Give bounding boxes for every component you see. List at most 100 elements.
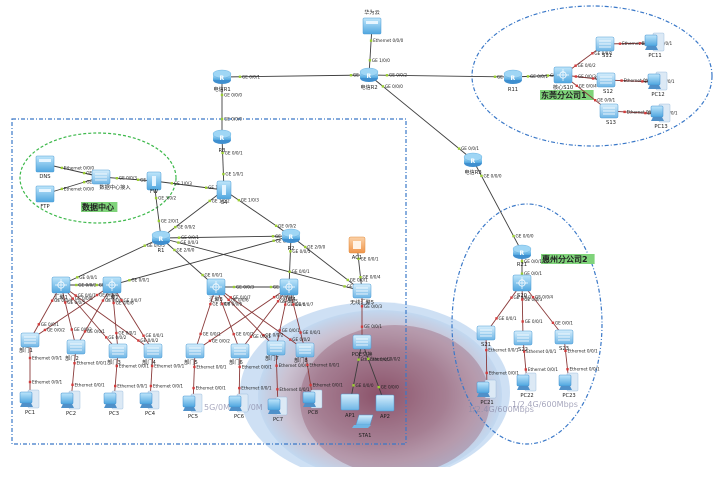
link-sw4-R1[interactable] <box>160 189 225 239</box>
device-S10[interactable]: 核心S10 <box>553 66 573 91</box>
link-FW-sw4[interactable] <box>153 180 225 191</box>
router-icon[interactable]: R <box>359 67 379 82</box>
ap-icon[interactable] <box>375 394 395 412</box>
link-R2-wlhj[interactable] <box>290 235 363 292</box>
switch-icon[interactable] <box>595 36 615 52</box>
device-PC23[interactable]: PC23 <box>558 372 579 399</box>
link-hj3-b7[interactable] <box>215 286 277 349</box>
device-hj2[interactable]: 汇聚2 <box>102 276 122 301</box>
device-b3[interactable]: 部门3 <box>107 343 128 366</box>
l3switch-icon[interactable] <box>279 278 299 296</box>
server-icon[interactable] <box>35 155 55 173</box>
ac-icon[interactable] <box>348 236 366 254</box>
switch-icon[interactable] <box>91 169 111 185</box>
switch3-icon[interactable] <box>216 180 232 200</box>
switch-icon[interactable] <box>230 343 250 359</box>
link-hj2-b2[interactable] <box>75 284 113 348</box>
device-S22[interactable]: S22 <box>513 330 533 353</box>
l3switch-icon[interactable] <box>206 278 226 296</box>
pc-icon[interactable] <box>650 103 671 123</box>
link-hj1-b3[interactable] <box>60 284 119 352</box>
device-FW[interactable]: FW <box>146 171 162 195</box>
device-R3[interactable]: RR3 <box>212 129 232 154</box>
link-sw4-R2[interactable] <box>223 189 292 237</box>
switch-icon[interactable] <box>266 340 286 356</box>
pc-icon[interactable] <box>182 393 203 413</box>
switch-icon[interactable] <box>20 332 40 348</box>
l3switch-icon[interactable] <box>51 276 71 294</box>
link-R1-hj3[interactable] <box>160 237 217 288</box>
device-R2[interactable]: RR2 <box>281 228 301 252</box>
l3switch-icon[interactable] <box>553 66 573 84</box>
device-hw[interactable]: 华为云 <box>362 8 382 35</box>
device-PC8[interactable]: PC8 <box>302 389 323 416</box>
link-R1-wlhj[interactable] <box>160 237 363 292</box>
pc-icon[interactable] <box>644 32 665 52</box>
device-PC22[interactable]: PC22 <box>516 372 537 399</box>
link-poe-AP1[interactable] <box>349 341 363 404</box>
pc-icon[interactable] <box>267 396 288 416</box>
switch-icon[interactable] <box>352 334 372 350</box>
l3switch-icon[interactable] <box>512 274 532 292</box>
link-DNS-dcsw[interactable] <box>44 163 102 178</box>
switch-icon[interactable] <box>596 72 616 88</box>
device-PC5[interactable]: PC5 <box>182 393 203 420</box>
device-FTP[interactable]: FTP <box>35 185 55 210</box>
switch-icon[interactable] <box>143 343 163 359</box>
device-PC13[interactable]: PC13 <box>650 103 671 130</box>
device-S23[interactable]: S23 <box>554 329 574 352</box>
device-PC12[interactable]: PC12 <box>647 71 668 98</box>
device-b7[interactable]: 部门7 <box>265 340 286 362</box>
link-ctR1-ctR2[interactable] <box>221 74 370 78</box>
device-hj3[interactable]: 汇聚3 <box>206 278 226 303</box>
device-S13[interactable]: S13 <box>599 103 619 126</box>
device-b4[interactable]: 部门4 <box>142 343 163 366</box>
router-icon[interactable]: R <box>212 69 232 84</box>
server-icon[interactable] <box>362 17 382 35</box>
device-hj1[interactable]: 汇聚1 <box>51 276 71 301</box>
router-icon[interactable]: R <box>151 230 171 245</box>
device-AP1[interactable]: AP1 <box>340 393 360 419</box>
device-poe[interactable]: POE交换 <box>352 334 374 358</box>
device-PC4[interactable]: PC4 <box>139 390 160 417</box>
switch-icon[interactable] <box>513 330 533 346</box>
link-hj2-b3[interactable] <box>111 284 119 352</box>
pc-icon[interactable] <box>302 389 323 409</box>
router-icon[interactable]: R <box>503 69 523 84</box>
link-hj4-b8[interactable] <box>288 286 306 351</box>
link-FW-R1[interactable] <box>153 180 162 239</box>
switch-icon[interactable] <box>599 103 619 119</box>
link-hj4-b6[interactable] <box>239 286 290 352</box>
device-STA1[interactable]: STA1 <box>352 414 374 439</box>
device-b8[interactable]: 部门8 <box>294 342 315 364</box>
device-DNS[interactable]: DNS <box>35 155 55 180</box>
l3switch-icon[interactable] <box>102 276 122 294</box>
link-hj3-b5[interactable] <box>194 286 217 352</box>
device-PC21[interactable]: PC21 <box>476 379 497 406</box>
link-hj2-b1[interactable] <box>29 284 113 341</box>
link-S20-S23[interactable] <box>521 282 565 338</box>
link-S20-S21[interactable] <box>485 282 523 334</box>
router-icon[interactable]: R <box>512 244 532 259</box>
pc-icon[interactable] <box>103 390 124 410</box>
server-icon[interactable] <box>35 185 55 203</box>
device-hj4[interactable]: 汇聚4 <box>279 278 299 303</box>
device-b1[interactable]: 部门1 <box>19 332 40 354</box>
switch-icon[interactable] <box>554 329 574 345</box>
link-hj1-b1[interactable] <box>29 284 62 341</box>
link-poe-AP2[interactable] <box>361 341 386 405</box>
device-wlhj[interactable]: 无线汇聚5 <box>350 283 374 306</box>
link-R2-hj2[interactable] <box>111 235 292 286</box>
router-icon[interactable]: R <box>281 228 301 243</box>
pc-icon[interactable] <box>476 379 497 399</box>
device-sw4[interactable]: S4 <box>216 180 232 206</box>
device-PC6[interactable]: PC6 <box>228 393 249 420</box>
device-PC3[interactable]: PC3 <box>103 390 124 417</box>
switch-icon[interactable] <box>66 339 86 355</box>
router-icon[interactable]: R <box>463 152 483 167</box>
device-b2[interactable]: 部门2 <box>65 339 86 362</box>
